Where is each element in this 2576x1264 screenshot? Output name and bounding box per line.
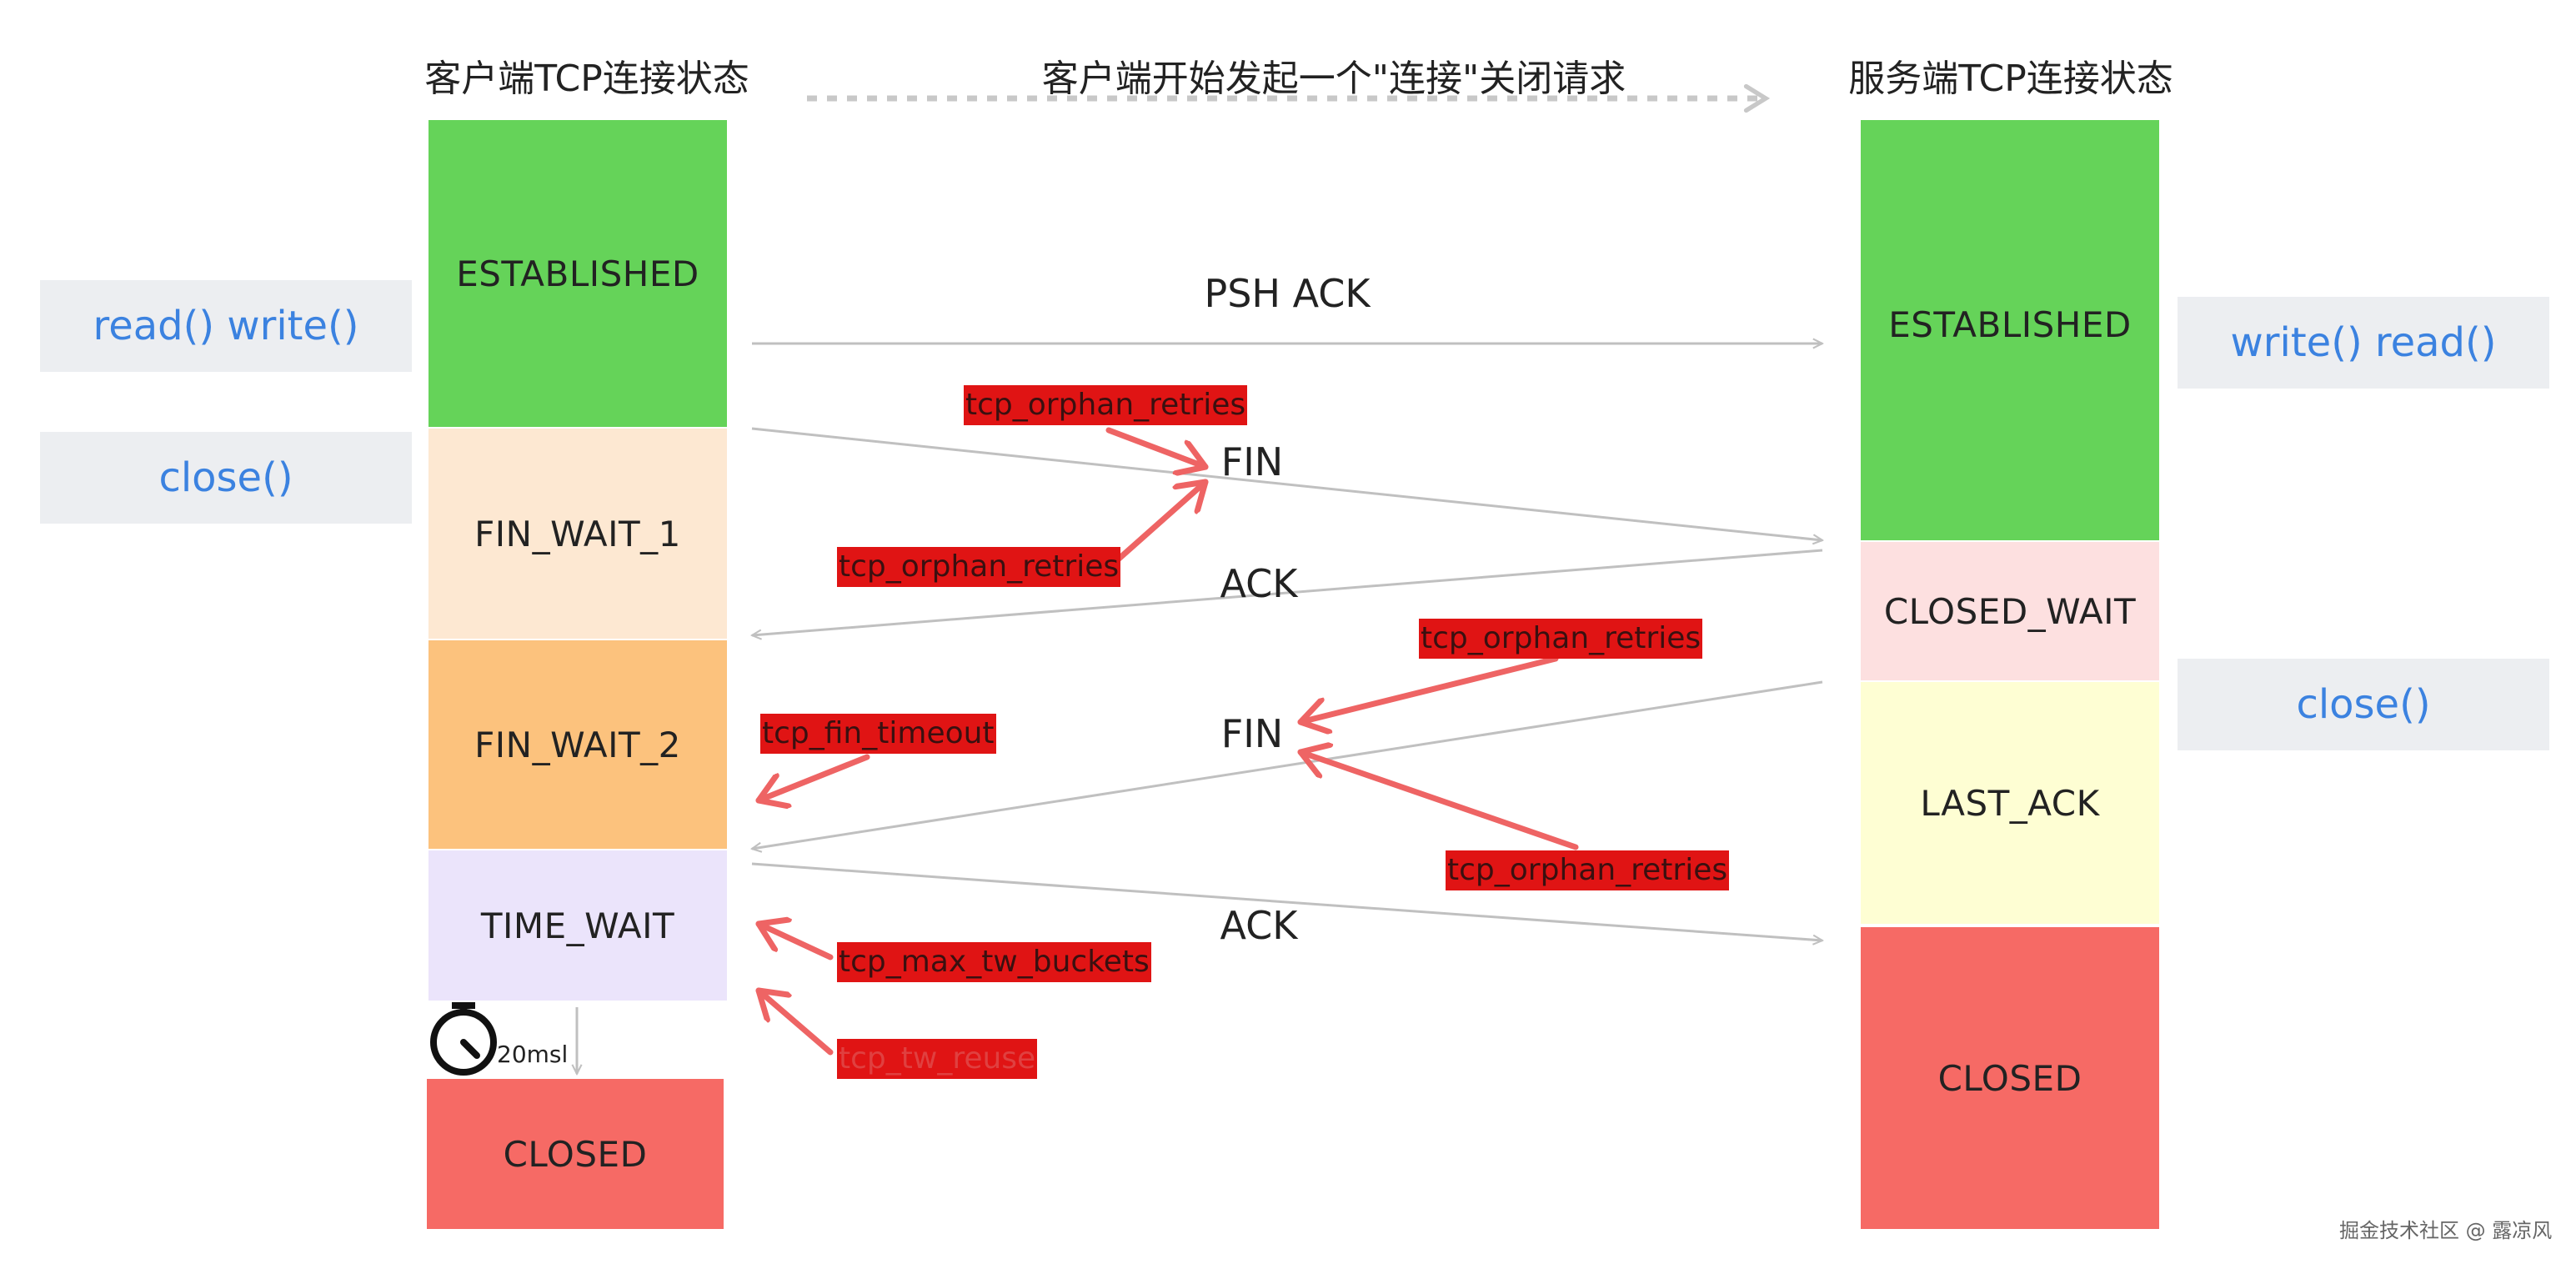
server-write-read-label: write() read() bbox=[2230, 319, 2497, 366]
server-state-closed-wait: CLOSED_WAIT bbox=[1861, 542, 2159, 680]
timer-label: 20msl bbox=[497, 1041, 569, 1068]
fin-timeout-arrow bbox=[759, 754, 870, 800]
param-tag-orphan-retries-1: tcp_orphan_retries bbox=[964, 385, 1248, 425]
client-column-title: 客户端TCP连接状态 bbox=[424, 58, 749, 100]
initiator-title: 客户端开始发起一个"连接"关闭请求 bbox=[1041, 58, 1626, 100]
server-state-last-ack: LAST_ACK bbox=[1861, 682, 2159, 924]
server-state-closed: CLOSED bbox=[1861, 927, 2159, 1229]
server-state-closed-wait-label: CLOSED_WAIT bbox=[1883, 590, 2137, 632]
client-state-fin-wait-1-label: FIN_WAIT_1 bbox=[474, 513, 681, 554]
orphan-retries-1-arrow bbox=[1105, 427, 1205, 467]
client-state-time-wait: TIME_WAIT bbox=[428, 850, 727, 1001]
param-tag-fin-timeout: tcp_fin_timeout bbox=[760, 714, 996, 754]
server-state-established-label: ESTABLISHED bbox=[1888, 303, 2132, 345]
fin-2-label: FIN bbox=[1220, 711, 1284, 756]
watermark: 掘金技术社区 @ 露凉风 bbox=[2339, 1219, 2553, 1242]
client-state-fin-wait-2: FIN_WAIT_2 bbox=[428, 640, 727, 849]
psh-ack-label: PSH ACK bbox=[1204, 271, 1371, 316]
ack-1-label: ACK bbox=[1220, 561, 1298, 606]
tw-reuse-arrow bbox=[759, 991, 834, 1056]
server-close-call: close() bbox=[2178, 659, 2549, 750]
server-column-title: 服务端TCP连接状态 bbox=[1848, 58, 2173, 100]
max-tw-buckets-arrow bbox=[759, 924, 834, 961]
client-state-fin-wait-1: FIN_WAIT_1 bbox=[428, 429, 727, 639]
ack-2-label: ACK bbox=[1220, 903, 1298, 948]
client-read-write-label: read() write() bbox=[93, 303, 359, 349]
fin-2-line bbox=[752, 680, 1823, 849]
client-state-fin-wait-2-label: FIN_WAIT_2 bbox=[474, 724, 681, 765]
client-read-write-call: read() write() bbox=[40, 280, 412, 372]
client-state-time-wait-label: TIME_WAIT bbox=[480, 905, 675, 946]
server-state-established: ESTABLISHED bbox=[1861, 120, 2159, 540]
param-tag-orphan-retries-3: tcp_orphan_retries bbox=[1419, 619, 1703, 659]
server-write-read-call: write() read() bbox=[2178, 297, 2549, 389]
orphan-retries-2-arrow bbox=[1114, 482, 1205, 564]
orphan-retries-3-arrow bbox=[1301, 655, 1559, 722]
fin-1-line bbox=[751, 427, 1822, 540]
server-state-closed-label: CLOSED bbox=[1937, 1057, 2082, 1099]
param-tag-orphan-retries-2: tcp_orphan_retries bbox=[837, 547, 1121, 587]
client-state-closed: CLOSED bbox=[427, 1079, 724, 1229]
ack-1-line bbox=[752, 549, 1823, 635]
client-state-established-label: ESTABLISHED bbox=[456, 253, 699, 294]
orphan-retries-4-arrow bbox=[1301, 752, 1579, 850]
param-tag-max-tw-buckets: tcp_max_tw_buckets bbox=[837, 942, 1151, 982]
client-close-call: close() bbox=[40, 432, 412, 524]
client-state-established: ESTABLISHED bbox=[428, 120, 727, 427]
server-state-last-ack-label: LAST_ACK bbox=[1920, 782, 2100, 824]
stopwatch-icon bbox=[430, 1002, 497, 1076]
param-tag-tw-reuse: tcp_tw_reuse bbox=[837, 1039, 1038, 1079]
client-state-closed-label: CLOSED bbox=[503, 1133, 648, 1175]
server-close-label: close() bbox=[2296, 681, 2431, 728]
client-close-label: close() bbox=[158, 454, 293, 501]
param-tag-orphan-retries-4: tcp_orphan_retries bbox=[1446, 850, 1730, 890]
fin-1-label: FIN bbox=[1220, 439, 1284, 484]
ack-2-line bbox=[751, 862, 1822, 940]
